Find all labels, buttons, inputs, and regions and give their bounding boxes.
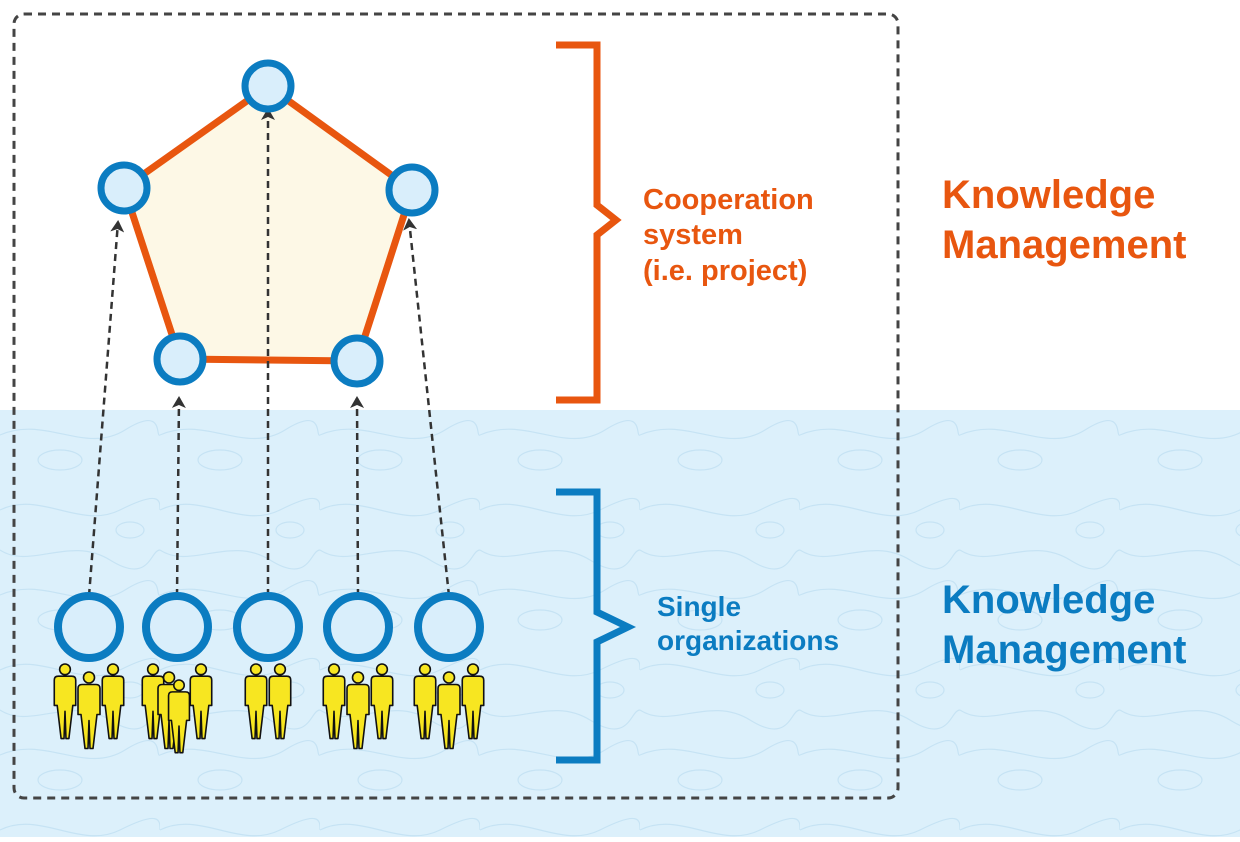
cooperation-bracket bbox=[556, 45, 616, 400]
knowledge-management-project-label: Knowledge Management bbox=[942, 170, 1187, 271]
person-head bbox=[353, 672, 364, 683]
organization-node bbox=[237, 596, 299, 658]
person-head bbox=[275, 664, 286, 675]
project-node bbox=[389, 167, 435, 213]
project-node bbox=[245, 63, 291, 109]
km-bottom-line-2: Management bbox=[942, 625, 1187, 675]
cooperation-label-line-3: (i.e. project) bbox=[643, 254, 814, 289]
organizations-label-line-2: organizations bbox=[657, 624, 839, 658]
person-head bbox=[148, 664, 159, 675]
person-head bbox=[468, 664, 479, 675]
person-head bbox=[60, 664, 71, 675]
project-node bbox=[334, 338, 380, 384]
knowledge-management-organizations-label: Knowledge Management bbox=[942, 575, 1187, 676]
person-head bbox=[329, 664, 340, 675]
cooperation-system-label: Cooperation system (i.e. project) bbox=[643, 183, 814, 289]
person-head bbox=[164, 672, 175, 683]
person-head bbox=[196, 664, 207, 675]
organization-node bbox=[327, 596, 389, 658]
organization-node bbox=[58, 596, 120, 658]
single-organizations-label: Single organizations bbox=[657, 590, 839, 658]
cooperation-label-line-1: Cooperation bbox=[643, 183, 814, 218]
cooperation-label-line-2: system bbox=[643, 218, 814, 253]
organization-node bbox=[418, 596, 480, 658]
person-head bbox=[174, 680, 184, 690]
person-head bbox=[377, 664, 388, 675]
organizations-label-line-1: Single bbox=[657, 590, 839, 624]
project-node bbox=[157, 336, 203, 382]
person-head bbox=[251, 664, 262, 675]
organization-node bbox=[146, 596, 208, 658]
person-head bbox=[84, 672, 95, 683]
km-top-line-2: Management bbox=[942, 220, 1187, 270]
project-node bbox=[101, 165, 147, 211]
person-head bbox=[108, 664, 119, 675]
person-head bbox=[444, 672, 455, 683]
km-top-line-1: Knowledge bbox=[942, 170, 1187, 220]
contribution-arrow bbox=[357, 398, 358, 596]
km-bottom-line-1: Knowledge bbox=[942, 575, 1187, 625]
person-head bbox=[420, 664, 431, 675]
